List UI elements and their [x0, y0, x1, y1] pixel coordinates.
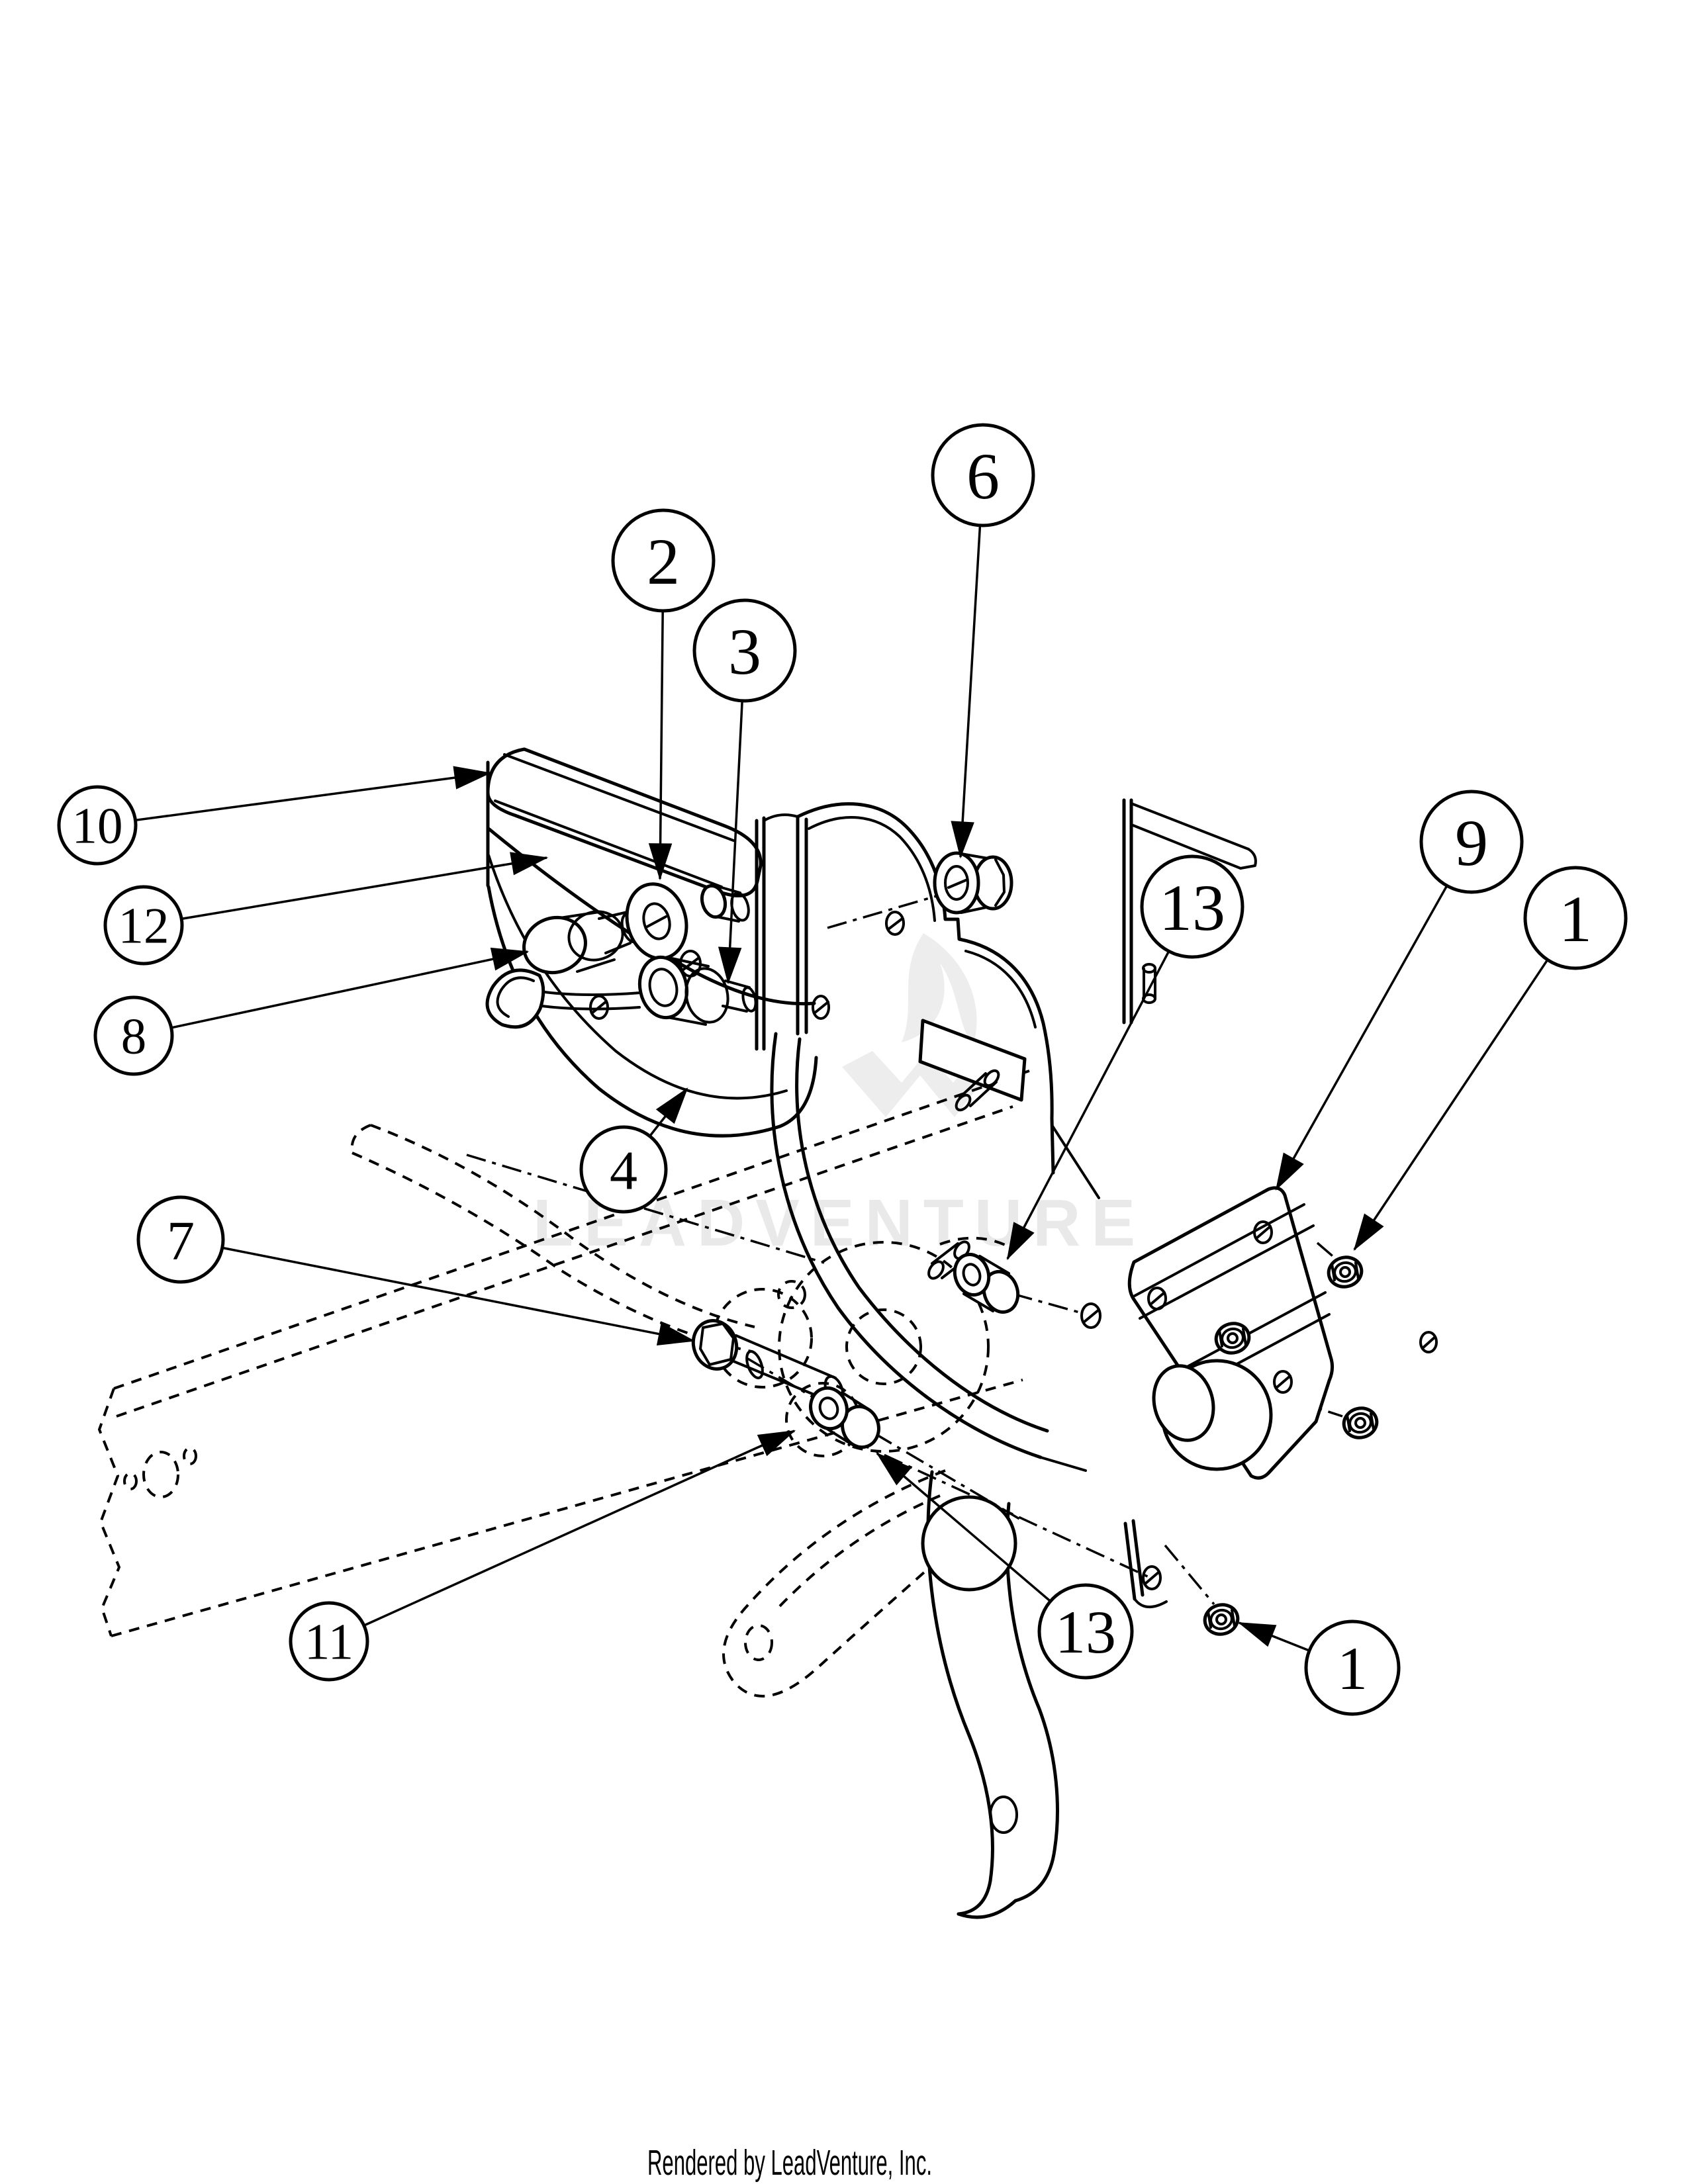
part-1-flange-nuts — [1203, 1255, 1379, 1636]
flange-nut — [1203, 1603, 1240, 1636]
callout-7: 7 — [136, 1195, 225, 1284]
callout-11: 11 — [289, 1601, 369, 1682]
watermark-flame-icon — [902, 933, 977, 1046]
part-13-spacer-lower — [809, 1386, 880, 1449]
callout-circle — [57, 785, 138, 866]
leader-to-part-1 — [1237, 1621, 1310, 1652]
flange-nut — [1327, 1255, 1364, 1289]
callout-circle — [1419, 790, 1524, 894]
center-mount-bracket — [755, 798, 1257, 1472]
flange-nut — [1342, 1406, 1379, 1439]
leader-to-part-8 — [171, 947, 530, 1029]
part-4-knob-lever — [485, 955, 757, 1029]
callout-circle — [611, 508, 716, 613]
leader-to-part-10 — [135, 766, 492, 822]
hidden-lower-arm — [722, 1469, 960, 1698]
hidden-frame-rail — [97, 1069, 1030, 1637]
callout-13: 13 — [1037, 1583, 1134, 1680]
part-6-flange-nut — [933, 851, 1013, 915]
leader-to-part-7 — [222, 1246, 696, 1346]
hidden-lift-arm — [350, 1124, 755, 1353]
callout-circle — [93, 995, 174, 1076]
part-8-plug-bolt — [522, 910, 641, 975]
leader-to-part-6 — [951, 525, 982, 859]
callout-8: 8 — [93, 995, 174, 1076]
leader-to-part-13 — [1006, 950, 1170, 1261]
callout-10: 10 — [57, 785, 138, 866]
callout-1: 1 — [1523, 866, 1628, 970]
hidden-pivot-plate — [712, 1236, 1015, 1457]
leader-to-part-12 — [181, 852, 549, 921]
callout-number: 10 — [72, 797, 123, 854]
callout-circle — [931, 423, 1035, 527]
callout-6: 6 — [931, 423, 1035, 527]
callout-number: 13 — [1055, 1598, 1116, 1666]
part-13-spacer-upper — [953, 1253, 1020, 1314]
render-credit-caption: Rendered by LeadVenture, Inc. — [647, 2143, 932, 2183]
callout-12: 12 — [103, 885, 184, 966]
callout-number: 4 — [610, 1140, 637, 1201]
callout-2: 2 — [611, 508, 716, 613]
part-2-washer — [625, 882, 688, 960]
callout-circle — [1140, 854, 1244, 959]
callout-number: 7 — [167, 1210, 195, 1271]
part-7-bolt — [691, 1319, 845, 1405]
lower-pivot-strap — [921, 1470, 1168, 1919]
callout-circle — [103, 885, 184, 966]
callout-circle — [692, 598, 797, 703]
leader-lines — [135, 525, 1549, 1652]
callout-number: 12 — [118, 897, 169, 954]
callout-circle — [289, 1601, 369, 1682]
callout-circle — [1037, 1583, 1134, 1680]
callout-circle — [136, 1195, 225, 1284]
part-9-side-plate — [1127, 1186, 1438, 1480]
callout-1: 1 — [1304, 1619, 1401, 1716]
leader-to-part-11 — [363, 1430, 796, 1627]
callout-3: 3 — [692, 598, 797, 703]
callout-circle — [579, 1125, 668, 1214]
leader-to-part-4 — [649, 1087, 688, 1137]
callout-number: 11 — [305, 1614, 353, 1670]
callout-13: 13 — [1140, 854, 1244, 959]
leader-to-part-9 — [1275, 885, 1448, 1191]
callout-4: 4 — [579, 1125, 668, 1214]
part-10-handle-bar — [486, 747, 763, 897]
callout-number: 1 — [1337, 1635, 1368, 1702]
callout-number: 9 — [1455, 806, 1488, 880]
flange-nut — [1214, 1322, 1251, 1355]
leader-to-part-13 — [876, 1452, 1051, 1602]
part-3-pin — [700, 884, 750, 923]
callout-number: 8 — [121, 1008, 147, 1065]
callout-circle — [1304, 1619, 1401, 1716]
callout-circle — [1523, 866, 1628, 970]
callout-9: 9 — [1419, 790, 1524, 894]
callout-number: 1 — [1559, 882, 1592, 956]
leader-to-part-3 — [718, 700, 743, 985]
leader-to-part-1 — [1353, 959, 1549, 1251]
callout-number: 6 — [966, 439, 1000, 513]
callout-number: 2 — [647, 525, 680, 598]
callout-number: 3 — [728, 615, 761, 688]
leader-to-part-2 — [648, 610, 673, 881]
callout-number: 13 — [1159, 871, 1225, 944]
